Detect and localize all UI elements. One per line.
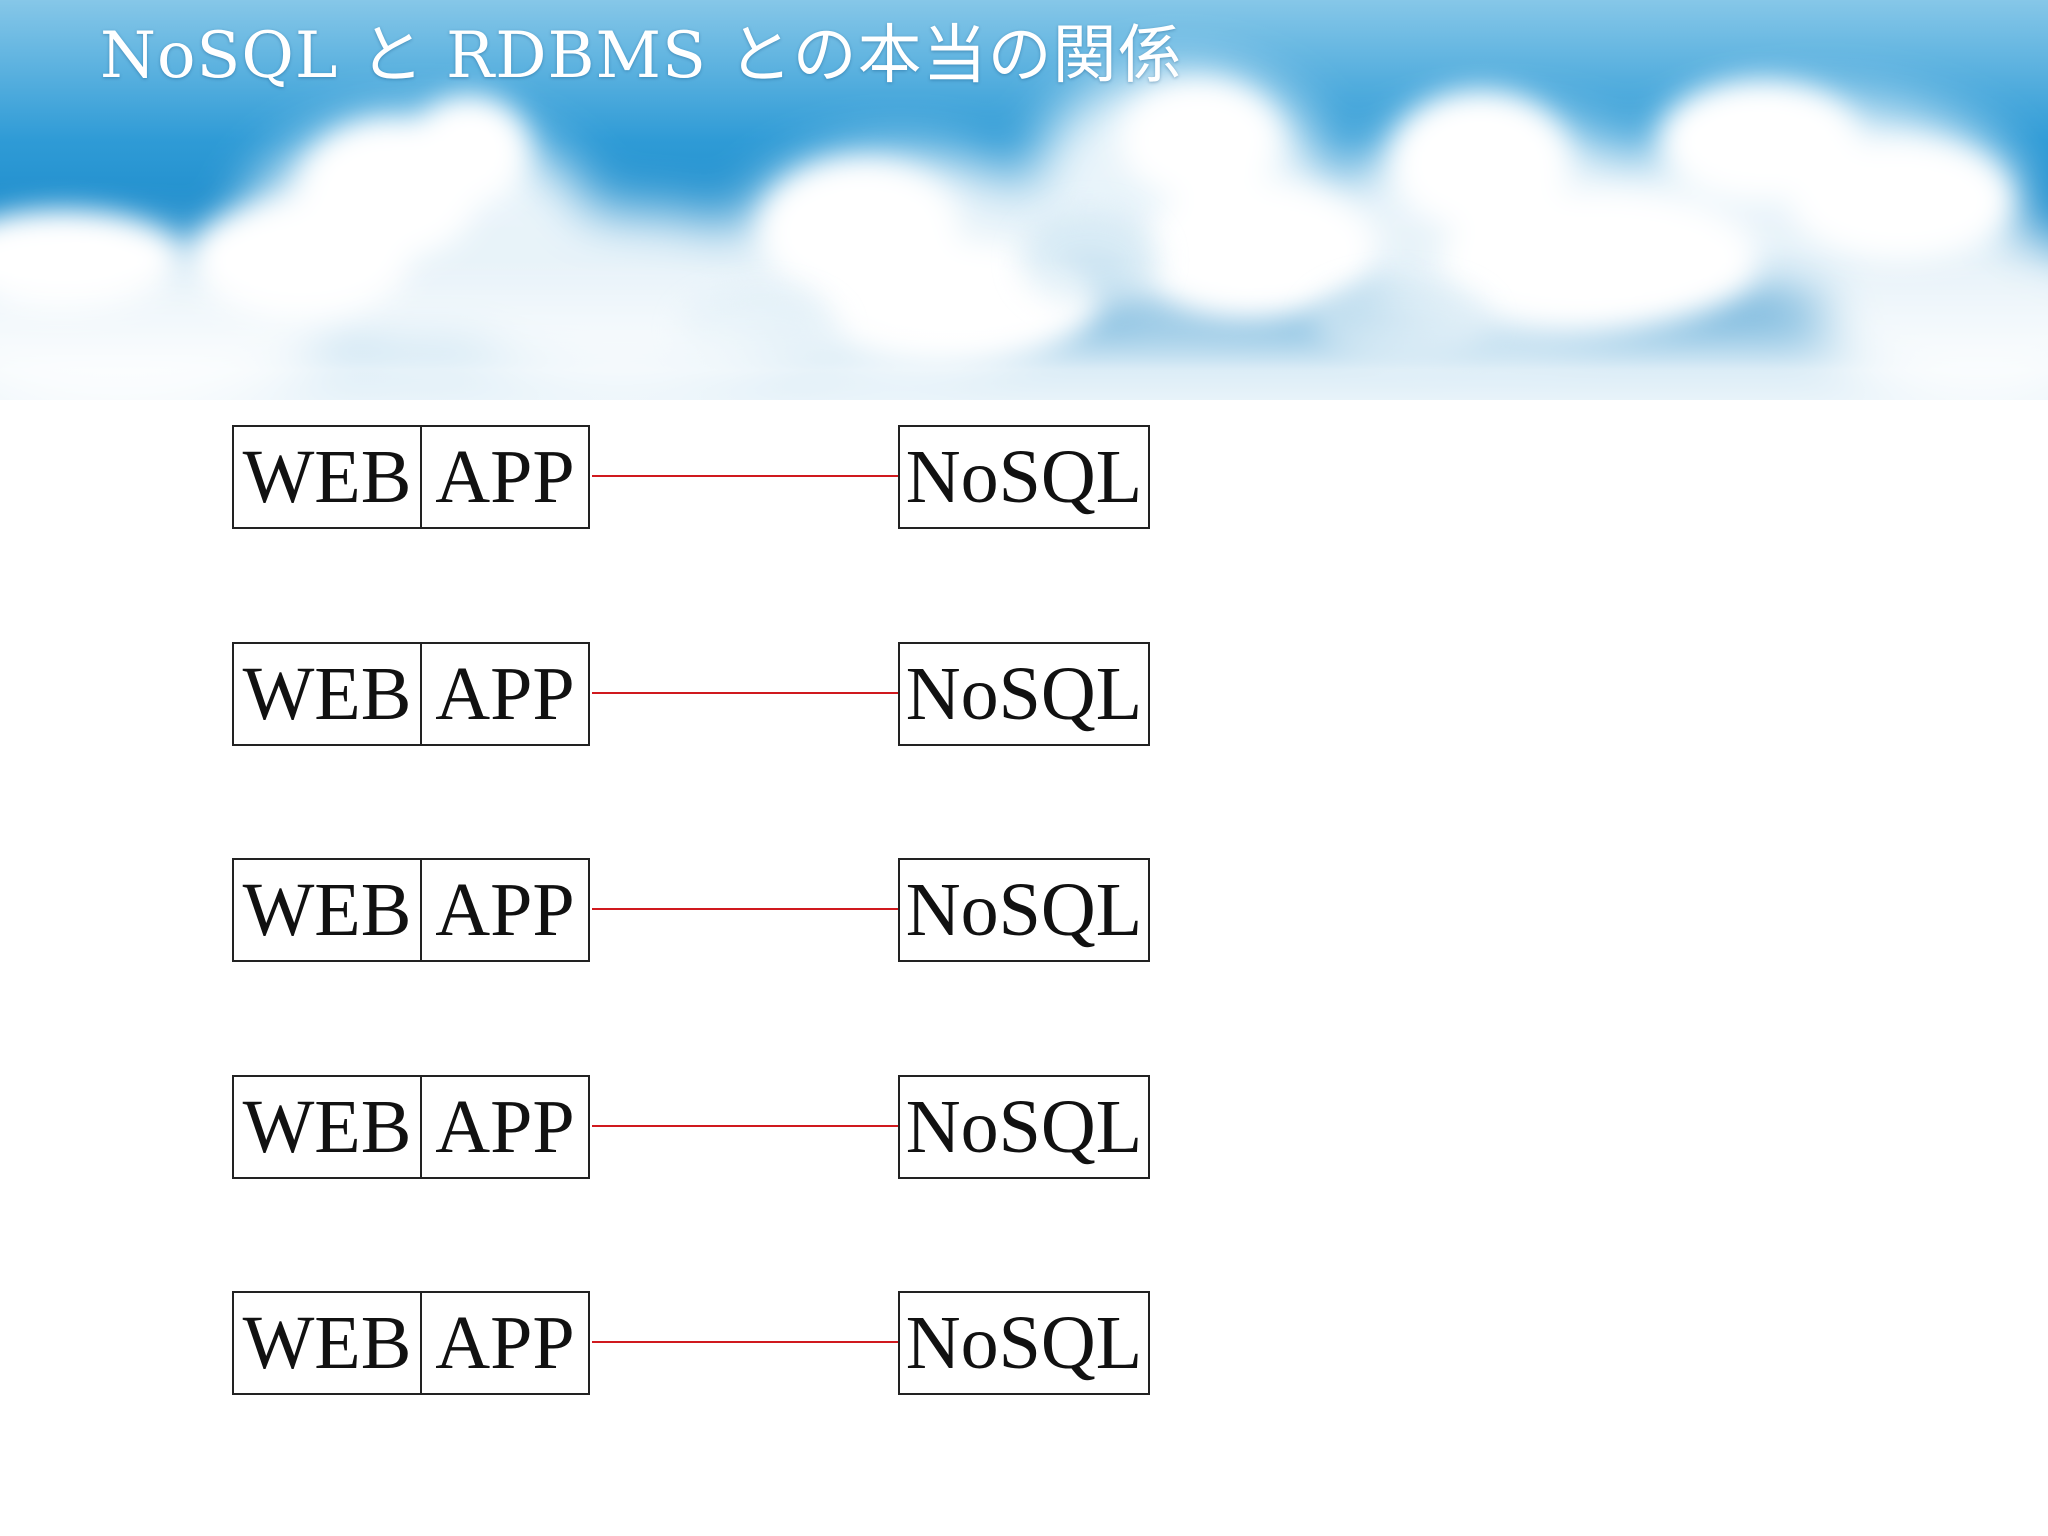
app-server-box: APP bbox=[420, 1075, 590, 1179]
app-server-box: APP bbox=[420, 425, 590, 529]
web-server-box: WEB bbox=[232, 642, 422, 746]
connector-line bbox=[592, 692, 898, 694]
web-server-box: WEB bbox=[232, 1291, 422, 1395]
web-server-box: WEB bbox=[232, 425, 422, 529]
slide-title: NoSQL と RDBMS との本当の関係 bbox=[100, 19, 1183, 93]
app-server-box: APP bbox=[420, 1291, 590, 1395]
web-server-box: WEB bbox=[232, 1075, 422, 1179]
connector-line bbox=[592, 1341, 898, 1343]
nosql-db-box: NoSQL bbox=[898, 1075, 1150, 1179]
nosql-db-box: NoSQL bbox=[898, 1291, 1150, 1395]
connector-line bbox=[592, 908, 898, 910]
app-server-box: APP bbox=[420, 858, 590, 962]
web-server-box: WEB bbox=[232, 858, 422, 962]
connector-line bbox=[592, 1125, 898, 1127]
nosql-db-box: NoSQL bbox=[898, 642, 1150, 746]
nosql-db-box: NoSQL bbox=[898, 858, 1150, 962]
sky-clouds-banner bbox=[0, 0, 2048, 460]
app-server-box: APP bbox=[420, 642, 590, 746]
nosql-db-box: NoSQL bbox=[898, 425, 1150, 529]
connector-line bbox=[592, 475, 898, 477]
